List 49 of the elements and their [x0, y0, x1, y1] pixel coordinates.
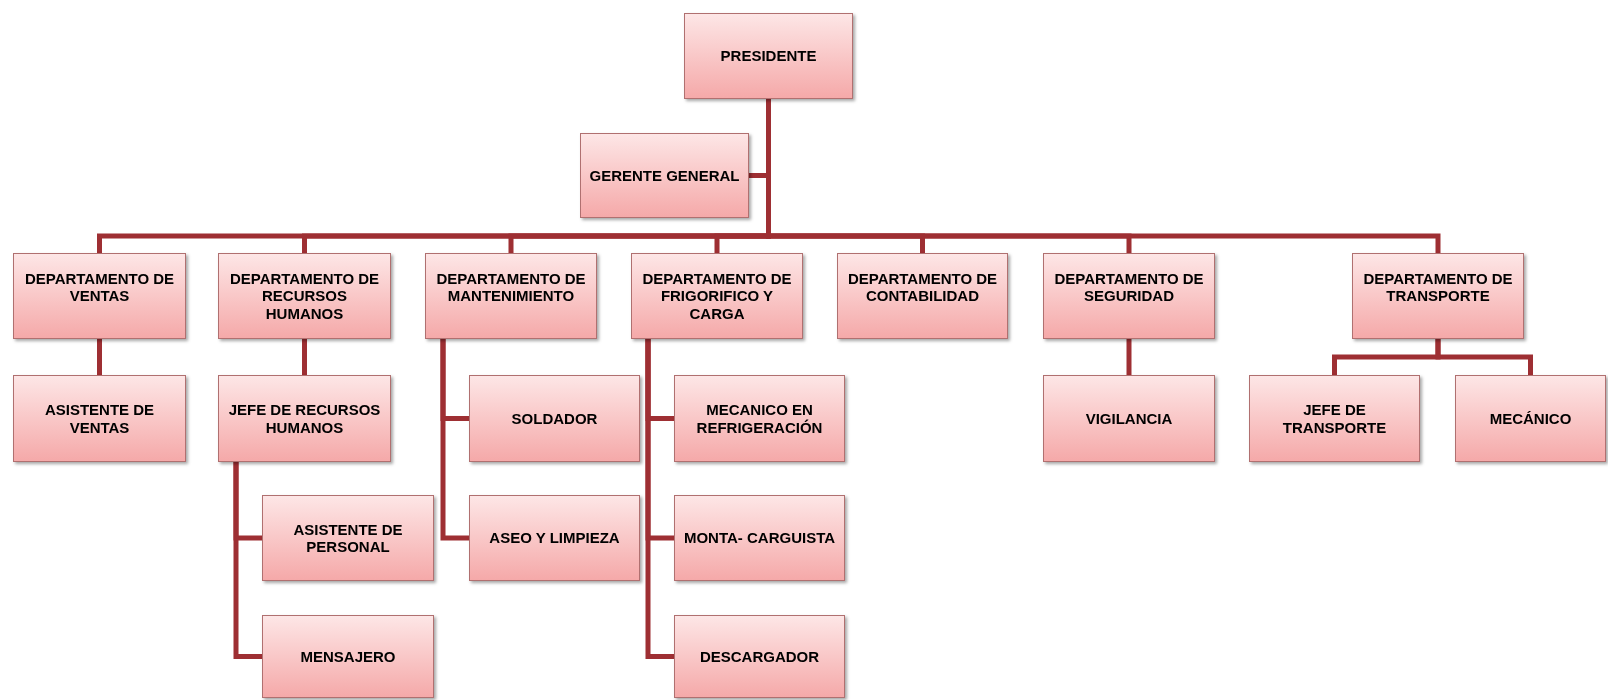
box-label: ASISTENTE DE PERSONAL	[292, 520, 404, 556]
org-box	[1043, 375, 1215, 462]
box-label: JEFE DE RECURSOS HUMANOS	[227, 401, 382, 436]
org-box	[262, 495, 434, 581]
connector-line	[302, 339, 307, 375]
box-label: SOLDADOR	[511, 409, 598, 428]
connector-line	[233, 462, 262, 659]
org-box	[1043, 253, 1215, 339]
org-box	[425, 253, 597, 339]
box-label: DEPARTAMENTO DE CONTABILIDAD	[846, 270, 999, 305]
box-label: MECANICO EN REFRIGERACIÓN	[695, 401, 824, 436]
box-label: JEFE DE TRANSPORTE	[1281, 401, 1388, 436]
box-label: DESCARGADOR	[699, 647, 820, 666]
box-label: GERENTE GENERAL	[589, 166, 740, 185]
box-label: MENSAJERO	[300, 647, 396, 666]
box-label: ASISTENTE DE VENTAS	[43, 401, 156, 436]
org-box	[837, 253, 1008, 339]
org-box	[13, 253, 186, 339]
connector-line	[1126, 339, 1132, 375]
org-box	[1249, 375, 1420, 462]
box-label: DEPARTAMENTO DE RECURSOS HUMANOS	[228, 270, 381, 322]
org-box	[631, 253, 803, 339]
org-box	[469, 495, 640, 581]
box-label: DEPARTAMENTO DE TRANSPORTE	[1362, 270, 1514, 305]
box-label: PRESIDENTE	[720, 47, 817, 65]
box-label: ASEO Y LIMPIEZA	[489, 529, 620, 547]
box-label: DEPARTAMENTO DE SEGURIDAD	[1053, 270, 1205, 305]
box-label: DEPARTAMENTO DE MANTENIMIENTO	[435, 270, 587, 305]
org-box	[262, 615, 434, 698]
org-box	[580, 133, 749, 218]
org-box	[674, 375, 845, 462]
org-box	[469, 375, 640, 462]
org-box	[1455, 375, 1606, 462]
org-box	[218, 375, 391, 462]
connector-line	[645, 339, 674, 659]
org-box	[1352, 253, 1524, 339]
org-box	[674, 495, 845, 581]
org-box	[13, 375, 186, 462]
box-label: DEPARTAMENTO DE VENTAS	[23, 270, 176, 305]
org-box	[674, 615, 845, 698]
box-label: DEPARTAMENTO DE FRIGORIFICO Y CARGA	[641, 270, 793, 322]
connector-line	[97, 339, 102, 375]
connector-line	[1435, 339, 1533, 375]
connector-line	[440, 339, 469, 541]
box-label: MONTA- CARGUISTA	[683, 529, 836, 547]
org-box	[684, 13, 853, 99]
box-label: MECÁNICO	[1489, 409, 1572, 428]
box-label: VIGILANCIA	[1085, 409, 1173, 428]
org-box	[218, 253, 391, 339]
